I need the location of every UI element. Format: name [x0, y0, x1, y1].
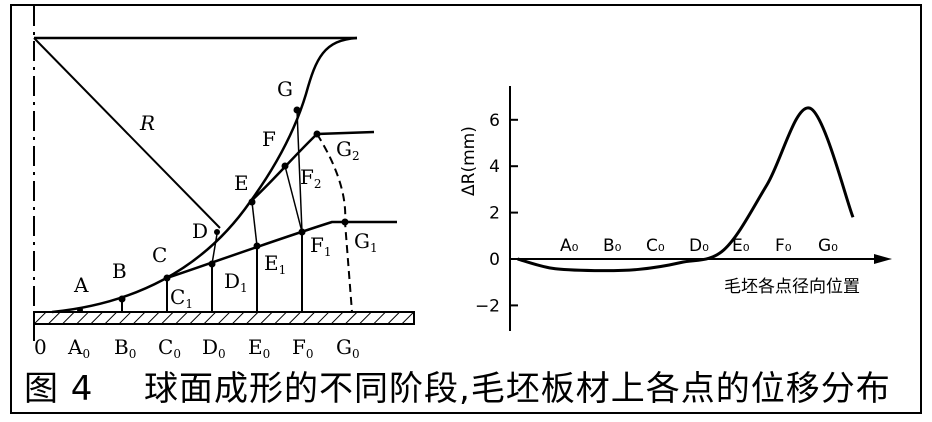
point-label-g2: G2	[336, 137, 360, 163]
base-label-e0: E0	[248, 335, 270, 361]
caption-number: 图 4	[24, 369, 94, 409]
point-label-e: E	[234, 171, 249, 195]
x-category-label: D₀	[689, 236, 709, 256]
base-label-0: 0	[34, 335, 47, 359]
base-labels: 0 A0 B0 C0 D0 E0 F0 G0	[34, 335, 360, 361]
base-label-a0: A0	[67, 335, 90, 361]
radius-line	[33, 37, 221, 229]
y-tick-label: 0	[489, 250, 500, 270]
x-category-label: C₀	[646, 236, 665, 256]
connector-f	[284, 165, 303, 233]
final-stage-curve	[51, 36, 358, 314]
caption-text: 球面成形的不同阶段,毛坯板材上各点的位移分布	[144, 369, 891, 409]
point-label-a: A	[73, 273, 89, 297]
base-plate	[33, 311, 415, 325]
point-label-f: F	[262, 127, 276, 151]
base-label-c0: C0	[158, 335, 181, 361]
point-label-e1: E1	[264, 251, 286, 277]
radius-label: R	[139, 111, 155, 135]
y-tick-label: 6	[489, 111, 500, 131]
figure-frame: R A B C D E F G C1 D1 E1 F1 G1 F2 G2	[10, 4, 922, 368]
x-category-label: A₀	[560, 236, 579, 256]
x-category-label: B₀	[603, 236, 622, 256]
x-category-label: E₀	[732, 236, 750, 256]
displacement-chart: ΔR(mm) 毛坯各点径向位置 6 4 2 0 −2 A₀ B₀ C₀ D₀ E₀ F₀ G₀	[459, 86, 892, 331]
point-label-c: C	[152, 243, 167, 267]
base-label-b0: B0	[114, 335, 136, 361]
connector-d	[211, 233, 218, 265]
figure-caption: 图 4 球面成形的不同阶段,毛坯板材上各点的位移分布	[10, 366, 922, 414]
x-category-label: F₀	[775, 236, 792, 256]
x-category-label: G₀	[818, 236, 838, 256]
displacement-series-line	[517, 106, 855, 273]
y-tick-label: 2	[489, 204, 500, 224]
forming-diagram: R A B C D E F G C1 D1 E1 F1 G1 F2 G2	[33, 6, 415, 361]
y-axis-label: ΔR(mm)	[459, 126, 479, 196]
point-label-c1: C1	[170, 285, 193, 311]
point-label-g: G	[277, 77, 293, 101]
point-label-d1: D1	[224, 269, 248, 295]
figure-svg: R A B C D E F G C1 D1 E1 F1 G1 F2 G2	[33, 6, 892, 361]
point-label-f2: F2	[300, 165, 322, 191]
base-label-g0: G0	[336, 335, 360, 361]
x-axis-label: 毛坯各点径向位置	[724, 277, 860, 297]
x-axis-arrow	[874, 254, 892, 264]
x-categories: A₀ B₀ C₀ D₀ E₀ F₀ G₀	[560, 236, 838, 256]
y-tick-label: −2	[475, 296, 500, 316]
base-label-f0: F0	[292, 335, 314, 361]
base-label-d0: D0	[202, 335, 226, 361]
stage1-curve	[166, 220, 397, 280]
point-label-f1: F1	[310, 233, 332, 259]
point-label-g1: G1	[354, 229, 378, 255]
point-dots	[77, 106, 349, 313]
point-label-b: B	[112, 259, 127, 283]
connector-e	[251, 201, 258, 247]
y-ticks: 6 4 2 0 −2	[475, 111, 518, 316]
y-tick-label: 4	[489, 157, 500, 177]
connector-f-upper	[296, 109, 303, 233]
point-label-d: D	[192, 219, 208, 243]
